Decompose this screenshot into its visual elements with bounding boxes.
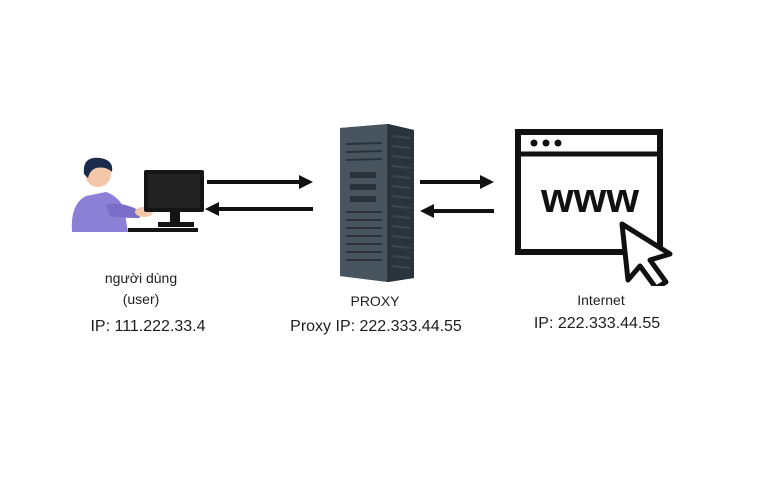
user-at-computer-icon	[71, 157, 204, 232]
internet-to-proxy-arrow	[420, 204, 494, 218]
user-ip: IP: 111.222.33.4	[90, 318, 206, 335]
www-text: www	[540, 174, 639, 221]
user-name: người dùng	[104, 270, 178, 286]
server-tower-icon	[340, 124, 414, 282]
user-to-proxy-arrow	[207, 175, 313, 189]
proxy-to-user-arrow	[205, 202, 313, 216]
internet-label: Internet	[577, 292, 625, 308]
internet-ip: IP: 222.333.44.55	[533, 315, 661, 332]
proxy-label: PROXY	[350, 293, 400, 309]
proxy-ip: Proxy IP: 222.333.44.55	[290, 318, 462, 335]
proxy-to-internet-arrow	[420, 175, 494, 189]
www-browser-icon: www	[515, 129, 673, 286]
user-name-en: (user)	[122, 291, 160, 307]
user-label: người dùng (user)	[91, 270, 191, 307]
